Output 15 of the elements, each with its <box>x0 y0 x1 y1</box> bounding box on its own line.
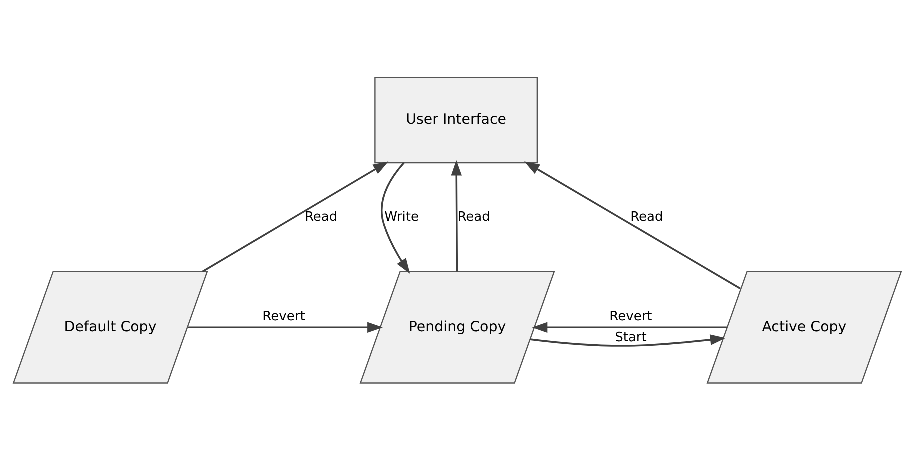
edge-label: Read <box>630 210 664 225</box>
edge-label: Read <box>458 210 490 225</box>
node-box: User Interface <box>374 77 538 164</box>
arrow <box>532 322 728 333</box>
edge-label: Revert <box>262 309 306 324</box>
arrow <box>524 162 742 290</box>
edge-label: Start <box>615 330 647 346</box>
edge-label: Read <box>304 210 338 225</box>
arrow <box>451 160 462 272</box>
edge-label: Revert <box>610 309 652 324</box>
arrow <box>381 162 410 274</box>
edge-label: Write <box>384 210 420 225</box>
arrow <box>188 322 383 333</box>
arrow <box>530 334 726 347</box>
arrow <box>202 162 389 273</box>
